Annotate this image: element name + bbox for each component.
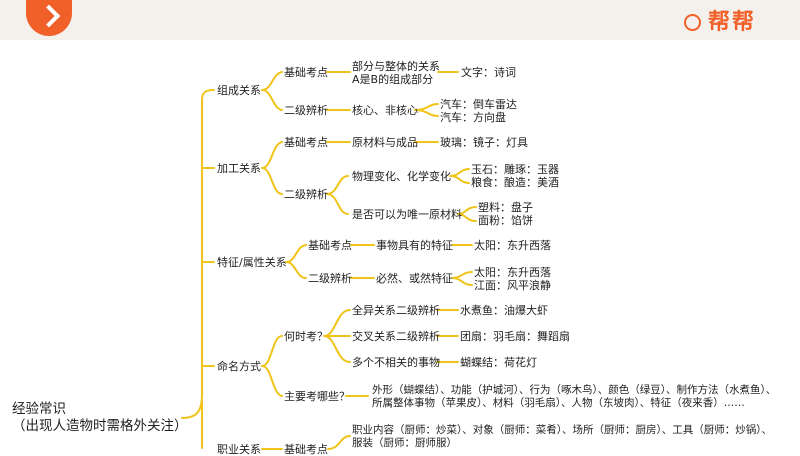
help-label[interactable]: 帮帮 [708,10,757,35]
branch-attribute: 特征/属性关系 [217,256,287,269]
back-logo-button[interactable] [26,0,72,36]
connector [457,206,477,222]
processing-change-example-2: 粮食：酿造：美酒 [471,176,559,189]
naming-when-label: 何时考？ [284,330,328,343]
composition-level2-concept: 核心、非核心 [352,104,418,117]
attribute-basic-concept: 事物具有的特征 [376,239,453,252]
attribute-level2-example-1: 太阳：东升西落 [474,266,551,279]
connector [451,271,473,286]
processing-basic-label: 基础考点 [284,136,328,149]
attribute-level2-example-2: 江面：风平浪静 [474,279,551,292]
attribute-basic-example: 太阳：东升西落 [474,239,551,252]
composition-level2-example-2: 汽车：方向盘 [440,111,506,124]
processing-unique-example-1: 塑料：盘子 [478,201,533,214]
attribute-level2-concept: 必然、或然特征 [376,272,453,285]
connector [261,335,283,397]
naming-when-example-3: 蝴蝶结：荷花灯 [460,356,537,369]
connector [323,309,351,363]
connector [261,71,283,111]
naming-what-label: 主要考哪些？ [284,390,350,403]
top-bar: 帮帮 [0,0,800,40]
branch-composition: 组成关系 [217,84,261,97]
naming-when-example-1: 水煮鱼：油爆大虾 [460,304,548,317]
root-title: 经验常识 [12,401,66,417]
naming-when-concept-3: 多个不相关的事物 [352,356,440,369]
naming-what-line-1: 外形（蝴蝶结）、功能（护城河）、行为（啄木鸟）、颜色（绿豆）、制作方法（水煮鱼）… [372,384,777,396]
connector [326,175,349,215]
processing-level2-label: 二级辨析 [284,188,328,201]
connector [285,244,307,279]
branch-naming: 命名方式 [217,360,261,373]
occupation-line-1: 职业内容（厨师：炒菜）、对象（厨师：菜肴）、场所（厨师：厨房）、工具（厨师：炒锅… [352,424,772,436]
processing-basic-example: 玻璃：镜子：灯具 [440,136,528,149]
connector [414,103,439,117]
composition-level2-example-1: 汽车：倒车雷达 [440,98,517,111]
naming-when-concept-2: 交叉关系二级辨析 [352,330,440,343]
attribute-basic-label: 基础考点 [308,239,352,252]
connector [327,435,351,450]
naming-when-example-2: 团扇：羽毛扇：舞蹈扇 [460,330,570,343]
composition-basic-example: 文字：诗词 [461,66,516,79]
branch-processing: 加工关系 [217,162,261,175]
processing-basic-concept: 原材料与成品 [352,136,418,149]
root-subtitle: （出现人造物时需格外关注） [12,418,188,434]
naming-when-concept-1: 全异关系二级辨析 [352,304,440,317]
occupation-line-2: 服装（厨师：厨师服） [352,437,457,449]
composition-basic-label: 基础考点 [284,66,328,79]
processing-change-concept: 物理变化、化学变化 [352,170,451,183]
connector [181,89,215,419]
composition-level2-label: 二级辨析 [284,104,328,117]
composition-basic-concept-2: A是B的组成部分 [352,73,434,86]
help-icon[interactable] [684,14,701,31]
connector [449,168,470,184]
processing-unique-example-2: 面粉：馅饼 [478,214,533,227]
connector [261,141,283,195]
naming-what-line-2: 所属整体事物（苹果皮）、材料（羽毛扇）、人物（东坡肉）、特征（夜来香）…… [372,397,745,409]
attribute-level2-label: 二级辨析 [308,272,352,285]
composition-basic-concept-1: 部分与整体的关系 [352,60,440,73]
processing-unique-concept: 是否可以为唯一原材料 [352,208,462,221]
processing-change-example-1: 玉石：雕琢：玉器 [471,163,559,176]
